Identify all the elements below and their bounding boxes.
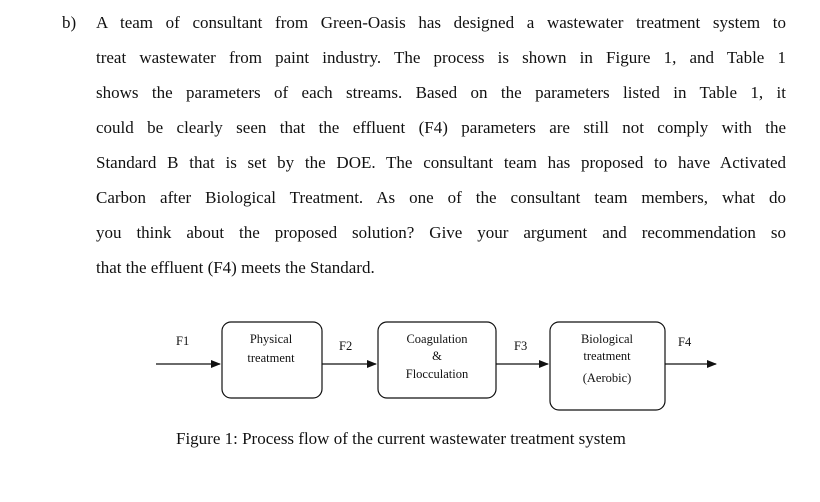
stream-label-f4: F4: [678, 335, 692, 349]
physical-label-line1: Physical: [250, 332, 293, 346]
coagulation-flocculation-box: [377, 321, 497, 399]
question-line-4: could be clearly seen that the effluent …: [96, 118, 786, 137]
question-marker: b): [62, 13, 77, 32]
biological-label-line2: treatment: [583, 349, 631, 363]
stream-label-f3: F3: [514, 339, 527, 353]
biological-label-line1: Biological: [581, 332, 634, 346]
physical-label-line2: treatment: [247, 351, 295, 365]
coagulation-label-line2: &: [432, 349, 442, 363]
question-line-2: treat wastewater from paint industry. Th…: [96, 48, 786, 67]
question-line-8: that the effluent (F4) meets the Standar…: [96, 258, 375, 277]
question-line-5: Standard B that is set by the DOE. The c…: [96, 153, 786, 172]
figure-caption: Figure 1: Process flow of the current wa…: [176, 429, 626, 448]
question-line-7: you think about the proposed solution? G…: [96, 223, 786, 242]
biological-label-line3: (Aerobic): [583, 371, 632, 385]
physical-treatment-box: [221, 321, 323, 399]
coagulation-label-line3: Flocculation: [406, 367, 469, 381]
stream-label-f2: F2: [339, 339, 352, 353]
question-line-1: A team of consultant from Green-Oasis ha…: [96, 13, 786, 32]
question-line-6: Carbon after Biological Treatment. As on…: [96, 188, 786, 207]
stream-label-f1: F1: [176, 334, 189, 348]
question-line-3: shows the parameters of each streams. Ba…: [96, 83, 786, 102]
coagulation-label-line1: Coagulation: [406, 332, 468, 346]
biological-treatment-box: [549, 321, 666, 411]
